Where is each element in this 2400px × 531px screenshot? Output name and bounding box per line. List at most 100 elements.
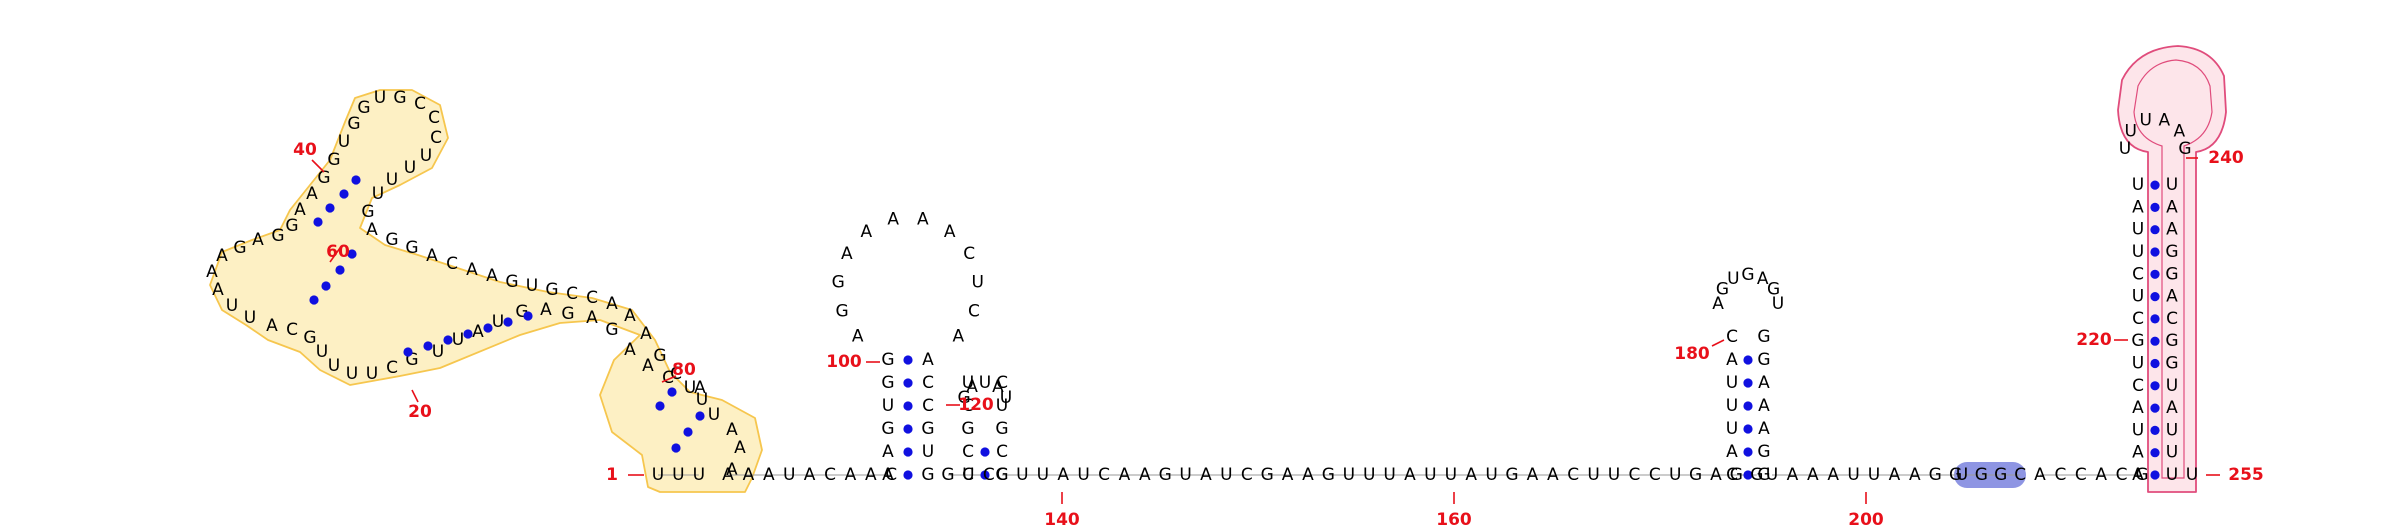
- yellow-domain-nucleotide: C: [414, 94, 426, 114]
- backbone-nucleotide: C: [1628, 465, 1640, 485]
- position-label: 80: [672, 360, 696, 380]
- backbone-nucleotide: U: [1766, 465, 1778, 485]
- position-label: 200: [1848, 510, 1884, 526]
- yellow-domain-nucleotide: A: [694, 378, 706, 398]
- yellow-domain-nucleotide: U: [328, 356, 340, 376]
- backbone-nucleotide: U: [1220, 465, 1232, 485]
- backbone-nucleotide: U: [962, 465, 974, 485]
- helix-nucleotide: A: [1726, 442, 1738, 462]
- yellow-domain-nucleotide: A: [252, 230, 264, 250]
- helix-nucleotide: U: [2166, 175, 2178, 195]
- helix-nucleotide: A: [1758, 419, 1770, 439]
- loop-nucleotide: U: [1772, 294, 1784, 314]
- helix-nucleotide: C: [2132, 309, 2144, 329]
- helix-nucleotide: G: [1757, 327, 1770, 347]
- yellow-domain-nucleotide: C: [430, 128, 442, 148]
- helix-nucleotide: A: [882, 465, 894, 485]
- base-pair-dot: [325, 203, 335, 213]
- helix-nucleotide: U: [2132, 287, 2144, 307]
- helix-nucleotide: U: [882, 396, 894, 416]
- backbone-nucleotide: A: [1404, 465, 1416, 485]
- loop-nucleotide: G: [2178, 139, 2191, 159]
- base-pair-dot: [2150, 247, 2160, 257]
- yellow-domain-nucleotide: A: [486, 266, 498, 286]
- base-pair-dot: [2150, 225, 2160, 235]
- helix-nucleotide: C: [996, 465, 1008, 485]
- yellow-domain-nucleotide: G: [405, 238, 418, 258]
- backbone-nucleotide: A: [2034, 465, 2046, 485]
- helix-nucleotide: U: [2132, 354, 2144, 374]
- base-pair-dot: [903, 378, 913, 388]
- yellow-domain-nucleotide: A: [726, 420, 738, 440]
- helix-nucleotide: G: [881, 350, 894, 370]
- pink-hairpin-inner: [2133, 59, 2213, 479]
- position-label: 140: [1044, 510, 1080, 526]
- backbone-nucleotide: U: [1485, 465, 1497, 485]
- yellow-domain-nucleotide: U: [316, 342, 328, 362]
- yellow-domain-nucleotide: A: [624, 306, 636, 326]
- helix-nucleotide: U: [922, 442, 934, 462]
- helix-nucleotide: U: [962, 373, 974, 393]
- base-pair-dot: [2150, 269, 2160, 279]
- highlight-nucleotide: C: [2014, 465, 2026, 485]
- backbone-nucleotide: A: [804, 465, 816, 485]
- backbone-nucleotide: G: [1505, 465, 1518, 485]
- yellow-domain-outline: [209, 89, 763, 493]
- position-label: 60: [326, 242, 350, 262]
- position-label: 160: [1436, 510, 1472, 526]
- backbone-nucleotide: G: [1261, 465, 1274, 485]
- position-label: 120: [958, 395, 994, 415]
- backbone-nucleotide: A: [1302, 465, 1314, 485]
- five-prime-tail-nucleotide: U: [652, 465, 664, 485]
- helix-nucleotide: A: [2166, 197, 2178, 217]
- base-pair-dot: [335, 265, 345, 275]
- three-prime-tail-nucleotide: U: [2186, 465, 2198, 485]
- base-pair-dot: [2150, 470, 2160, 480]
- yellow-domain-nucleotide: A: [216, 246, 228, 266]
- backbone-nucleotide: A: [1139, 465, 1151, 485]
- yellow-domain-nucleotide: A: [466, 260, 478, 280]
- yellow-domain-nucleotide: U: [338, 132, 350, 152]
- helix-nucleotide: A: [1758, 396, 1770, 416]
- yellow-domain-nucleotide: C: [446, 254, 458, 274]
- backbone-nucleotide: U: [1445, 465, 1457, 485]
- yellow-domain-nucleotide: U: [226, 296, 238, 316]
- loop-nucleotide: A: [944, 222, 956, 242]
- yellow-domain-nucleotide: U: [708, 405, 720, 425]
- yellow-domain-nucleotide: A: [734, 438, 746, 458]
- backbone-nucleotide: U: [1077, 465, 1089, 485]
- helix-nucleotide: A: [922, 350, 934, 370]
- helix-nucleotide: U: [2166, 376, 2178, 396]
- base-pair-dot: [1743, 355, 1753, 365]
- position-tick: [329, 247, 341, 263]
- helix-nucleotide: G: [961, 419, 974, 439]
- helix-nucleotide: U: [2132, 242, 2144, 262]
- yellow-domain-nucleotide: G: [347, 114, 360, 134]
- backbone-nucleotide: C: [1098, 465, 1110, 485]
- yellow-domain-nucleotide: G: [385, 230, 398, 250]
- backbone-nucleotide: A: [722, 465, 734, 485]
- helix-nucleotide: A: [2132, 443, 2144, 463]
- loop-nucleotide: A: [841, 244, 853, 264]
- backbone-nucleotide: U: [1847, 465, 1859, 485]
- backbone-nucleotide: C: [1241, 465, 1253, 485]
- loop-nucleotide: A: [2173, 121, 2185, 141]
- loop-nucleotide: A: [852, 327, 864, 347]
- yellow-domain-nucleotide: G: [303, 328, 316, 348]
- loop-nucleotide: C: [968, 302, 980, 322]
- loop-nucleotide: A: [887, 210, 899, 230]
- yellow-domain-nucleotide: A: [540, 300, 552, 320]
- backbone-nucleotide: A: [1200, 465, 1212, 485]
- base-pair-dot: [671, 443, 681, 453]
- backbone-nucleotide: G: [1929, 465, 1942, 485]
- base-pair-dot: [980, 470, 990, 480]
- helix-nucleotide: G: [2131, 331, 2144, 351]
- position-label: 180: [1674, 344, 1710, 364]
- backbone-nucleotide: A: [1527, 465, 1539, 485]
- position-tick: [411, 389, 419, 403]
- base-pair-dot: [2150, 314, 2160, 324]
- yellow-domain-nucleotide: C: [662, 368, 674, 388]
- base-pair-dot: [503, 317, 513, 327]
